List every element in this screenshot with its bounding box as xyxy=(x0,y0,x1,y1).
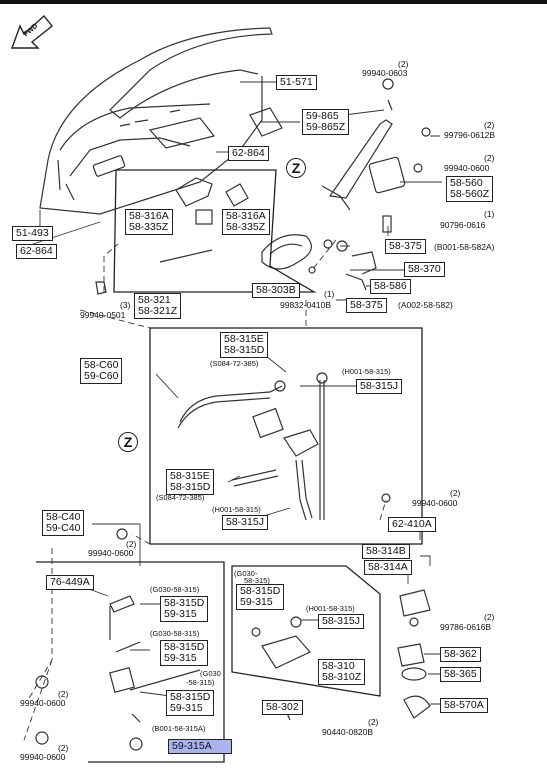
part-label-58-315j-top[interactable]: 58-315J xyxy=(356,379,402,394)
section-z-marker-mid: Z xyxy=(118,432,138,452)
serial-range-text: (H001-58-315) xyxy=(342,367,391,376)
part-label-51-571[interactable]: 51-571 xyxy=(276,75,317,90)
part-label-58-365[interactable]: 58-365 xyxy=(440,667,481,682)
part-label-58-303b[interactable]: 58-303B xyxy=(252,283,300,298)
serial-range-text: -58-315) xyxy=(186,678,215,687)
part-number-text: 99796-0612B xyxy=(444,130,496,140)
fwd-arrow-icon xyxy=(11,14,53,49)
part-label-58-314b[interactable]: 58-314B xyxy=(362,544,410,559)
serial-range-text: (H001-58-315) xyxy=(212,505,261,514)
part-number-text: 99940-0600 xyxy=(444,163,490,173)
serial-range-text: (B001-58-582A) xyxy=(434,242,495,252)
part-label-62-864-b[interactable]: 62-864 xyxy=(16,244,57,259)
qty-label: (2) xyxy=(398,59,409,69)
part-number-text: 90440-0820B xyxy=(322,727,374,737)
latch-mechanism xyxy=(177,372,391,521)
part-number-text: 99940-0600 xyxy=(88,548,134,558)
part-label-58-375-b[interactable]: 58-375 xyxy=(346,298,387,313)
part-label-51-493[interactable]: 51-493 xyxy=(12,226,53,241)
part-label-58-570a[interactable]: 58-570A xyxy=(440,698,488,713)
lower-rods xyxy=(35,528,431,751)
serial-range-text: (G030- xyxy=(234,569,258,578)
part-label-58-586[interactable]: 58-586 xyxy=(370,279,411,294)
part-label-58-370[interactable]: 58-370 xyxy=(404,262,445,277)
qty-label: (2) xyxy=(450,488,461,498)
part-label-58-314a[interactable]: 58-314A xyxy=(364,560,412,575)
inner-handle xyxy=(95,177,377,295)
qty-label: (2) xyxy=(484,153,495,163)
qty-label: (1) xyxy=(324,289,335,299)
part-number-text: 99940-0603 xyxy=(362,68,408,78)
part-number-text: 99940-0600 xyxy=(412,498,458,508)
serial-range-text: (B001-58-315A) xyxy=(152,724,206,733)
qty-label: (2) xyxy=(58,689,69,699)
qty-label: (3) xyxy=(120,300,131,310)
serial-range-text: (G030-58-315) xyxy=(150,585,200,594)
qty-label: (2) xyxy=(126,539,137,549)
qty-label: (2) xyxy=(368,717,379,727)
part-number-text: 99832-0410B xyxy=(280,300,332,310)
part-label-59-315a-highlighted[interactable]: 59-315A xyxy=(168,739,232,754)
part-label-58-302[interactable]: 58-302 xyxy=(262,700,303,715)
top-border xyxy=(0,0,547,4)
part-label-62-864-a[interactable]: 62-864 xyxy=(228,146,269,161)
serial-range-text: (S084-72-385) xyxy=(156,493,205,502)
dashed-leaders xyxy=(23,239,387,741)
serial-range-text: (G030-58-315) xyxy=(150,629,200,638)
part-label-58-375-a[interactable]: 58-375 xyxy=(385,239,426,254)
part-label-76-449a[interactable]: 76-449A xyxy=(46,575,94,590)
qty-label: (2) xyxy=(484,612,495,622)
section-z-marker-top: Z xyxy=(286,158,306,178)
part-label-58-315j-mid[interactable]: 58-315J xyxy=(222,515,268,530)
serial-range-text: (A002-58-582) xyxy=(398,300,453,310)
part-label-62-410a[interactable]: 62-410A xyxy=(388,517,436,532)
window-regulator xyxy=(321,78,431,233)
qty-label: (2) xyxy=(484,120,495,130)
qty-label: (1) xyxy=(484,209,495,219)
part-label-58-315j-low[interactable]: 58-315J xyxy=(318,614,364,629)
part-number-text: 99940-0600 xyxy=(20,752,66,762)
part-number-text: 99940-0600 xyxy=(20,698,66,708)
qty-label: (2) xyxy=(58,743,69,753)
serial-range-text: (H001-58-315) xyxy=(306,604,355,613)
part-number-text: 90796-0616 xyxy=(440,220,486,230)
door-outline xyxy=(39,27,283,215)
frames xyxy=(36,169,423,763)
part-number-text: 99940-0501 xyxy=(80,310,126,320)
part-number-text: 99786-0616B xyxy=(440,622,492,632)
serial-range-text: (G030 xyxy=(200,669,221,678)
serial-range-text: 58-315) xyxy=(244,576,270,585)
serial-range-text: (S084-72-385) xyxy=(210,359,259,368)
part-label-58-362[interactable]: 58-362 xyxy=(440,647,481,662)
